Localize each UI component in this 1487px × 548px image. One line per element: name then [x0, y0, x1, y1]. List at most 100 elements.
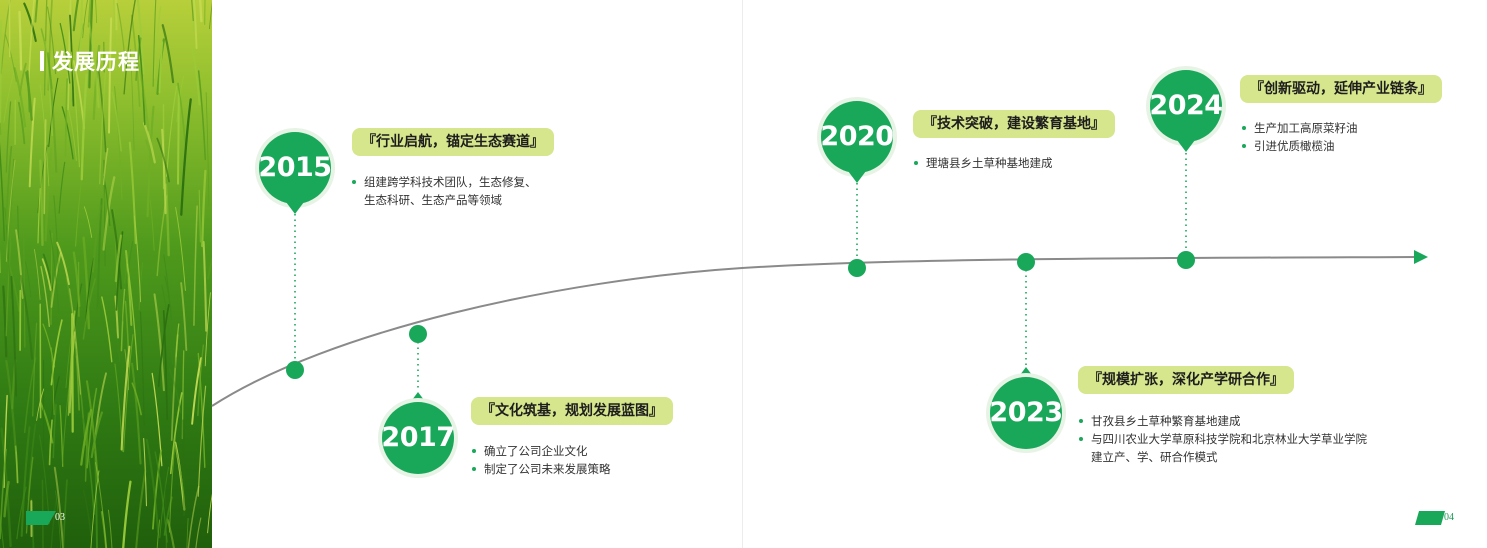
grass-blade [90, 411, 104, 459]
pin-marker-icon [378, 392, 458, 478]
grass-blade [153, 293, 165, 392]
grass-blade [153, 6, 162, 79]
grass-blade [5, 359, 17, 452]
grass-blade [191, 46, 201, 106]
grass-blade [138, 262, 144, 311]
grass-blade [198, 189, 201, 243]
grass-blade [139, 311, 145, 426]
grass-blade [191, 0, 194, 22]
year-label: 2015 [258, 152, 332, 183]
title-bar [40, 51, 44, 71]
grass-blade [99, 67, 107, 185]
grass-blade [40, 265, 50, 328]
grass-blade [33, 248, 41, 300]
grass-blade [36, 388, 45, 421]
grass-blade [44, 147, 53, 242]
bullet-icon [1079, 437, 1083, 441]
year-label: 2023 [989, 397, 1063, 428]
section-title: 发展历程 [40, 46, 140, 76]
milestone-title-2023: 『规模扩张，深化产学研合作』 [1078, 366, 1294, 394]
grass-blade [108, 17, 113, 134]
grass-blade [131, 362, 142, 465]
grass-blade [137, 34, 146, 126]
grass-blade [149, 199, 155, 251]
grass-blade [128, 141, 137, 245]
grass-blade [43, 119, 47, 215]
year-badge-2015: 2015 [255, 128, 335, 216]
grass-blade [53, 195, 60, 272]
grass-blade [154, 451, 168, 543]
grass-blade [111, 209, 123, 290]
grass-blade [96, 60, 107, 153]
grass-blade [19, 274, 34, 360]
list-item: 引进优质橄榄油 [1240, 137, 1358, 155]
grass-blade [131, 382, 142, 416]
grass-blade [6, 258, 21, 312]
grass-blade [9, 158, 15, 252]
grass-blade [114, 295, 119, 339]
grass-blade [166, 518, 175, 548]
grass-blade [125, 249, 133, 326]
grass-blade [163, 254, 176, 368]
grass-blade [169, 392, 183, 475]
node-2023 [1017, 253, 1035, 271]
milestone-points-2017: 确立了公司企业文化 制定了公司未来发展策略 [470, 442, 611, 478]
grass-blade [27, 0, 35, 88]
grass-blade [95, 462, 107, 548]
grass-blade [176, 89, 180, 185]
grass-blade [23, 2, 37, 43]
grass-blade [58, 161, 66, 214]
page-tab-icon [26, 511, 56, 525]
year-label: 2024 [1149, 90, 1223, 121]
grass-blade [41, 258, 52, 291]
milestone-points-2024: 生产加工高原菜籽油 引进优质橄榄油 [1240, 119, 1358, 155]
grass-blade [164, 183, 170, 257]
grass-blade [88, 0, 94, 89]
grass-blade [161, 128, 167, 215]
grass-blade [180, 98, 192, 216]
milestone-points-2020: 理塘县乡土草种基地建成 [912, 154, 1053, 172]
year-label: 2020 [820, 121, 894, 152]
pin-marker-icon [255, 128, 335, 214]
grass-blade [62, 479, 68, 548]
grass-blade [161, 284, 174, 365]
grass-blade [201, 169, 207, 248]
grass-blade [28, 97, 36, 188]
grass-blade [52, 403, 57, 459]
grass-blade [25, 261, 32, 298]
milestone-points-2015: 组建跨学科技术团队，生态修复、 生态科研、生态产品等领域 [350, 173, 537, 209]
grass-blade [120, 345, 131, 451]
grass-blade [5, 101, 12, 173]
grass-blade [193, 205, 198, 326]
grass-blade [0, 142, 6, 242]
grass-blade [67, 107, 77, 161]
grass-blade [50, 319, 63, 386]
grass-blade [47, 52, 58, 173]
bullet-icon [1242, 144, 1246, 148]
grass-blade [126, 263, 139, 371]
grass-blade [0, 20, 3, 124]
list-item: 甘孜县乡土草种繁育基地建成 [1077, 412, 1367, 430]
list-item: 建立产、学、研合作模式 [1091, 450, 1218, 464]
grass-blade [83, 206, 93, 238]
grass-blade [129, 49, 135, 151]
grass-blade [37, 144, 48, 214]
grass-blade [67, 310, 76, 416]
grass-blade [197, 70, 207, 161]
pin-marker-icon [986, 367, 1066, 453]
grass-blade [82, 0, 88, 39]
grass-blade [122, 240, 134, 322]
grass-blade [46, 6, 57, 75]
grass-blade [82, 489, 92, 537]
list-item: 与四川农业大学草原科技学院和北京林业大学草业学院 [1077, 430, 1367, 448]
grass-blade [37, 187, 41, 244]
grass-blade [161, 24, 175, 84]
grass-blade [80, 73, 88, 181]
grass-blade [72, 0, 79, 32]
year-label: 2017 [381, 422, 455, 453]
grass-blade [143, 437, 147, 507]
grass-blade [182, 419, 186, 517]
grass-blade [156, 137, 170, 183]
bullet-icon [352, 180, 356, 184]
